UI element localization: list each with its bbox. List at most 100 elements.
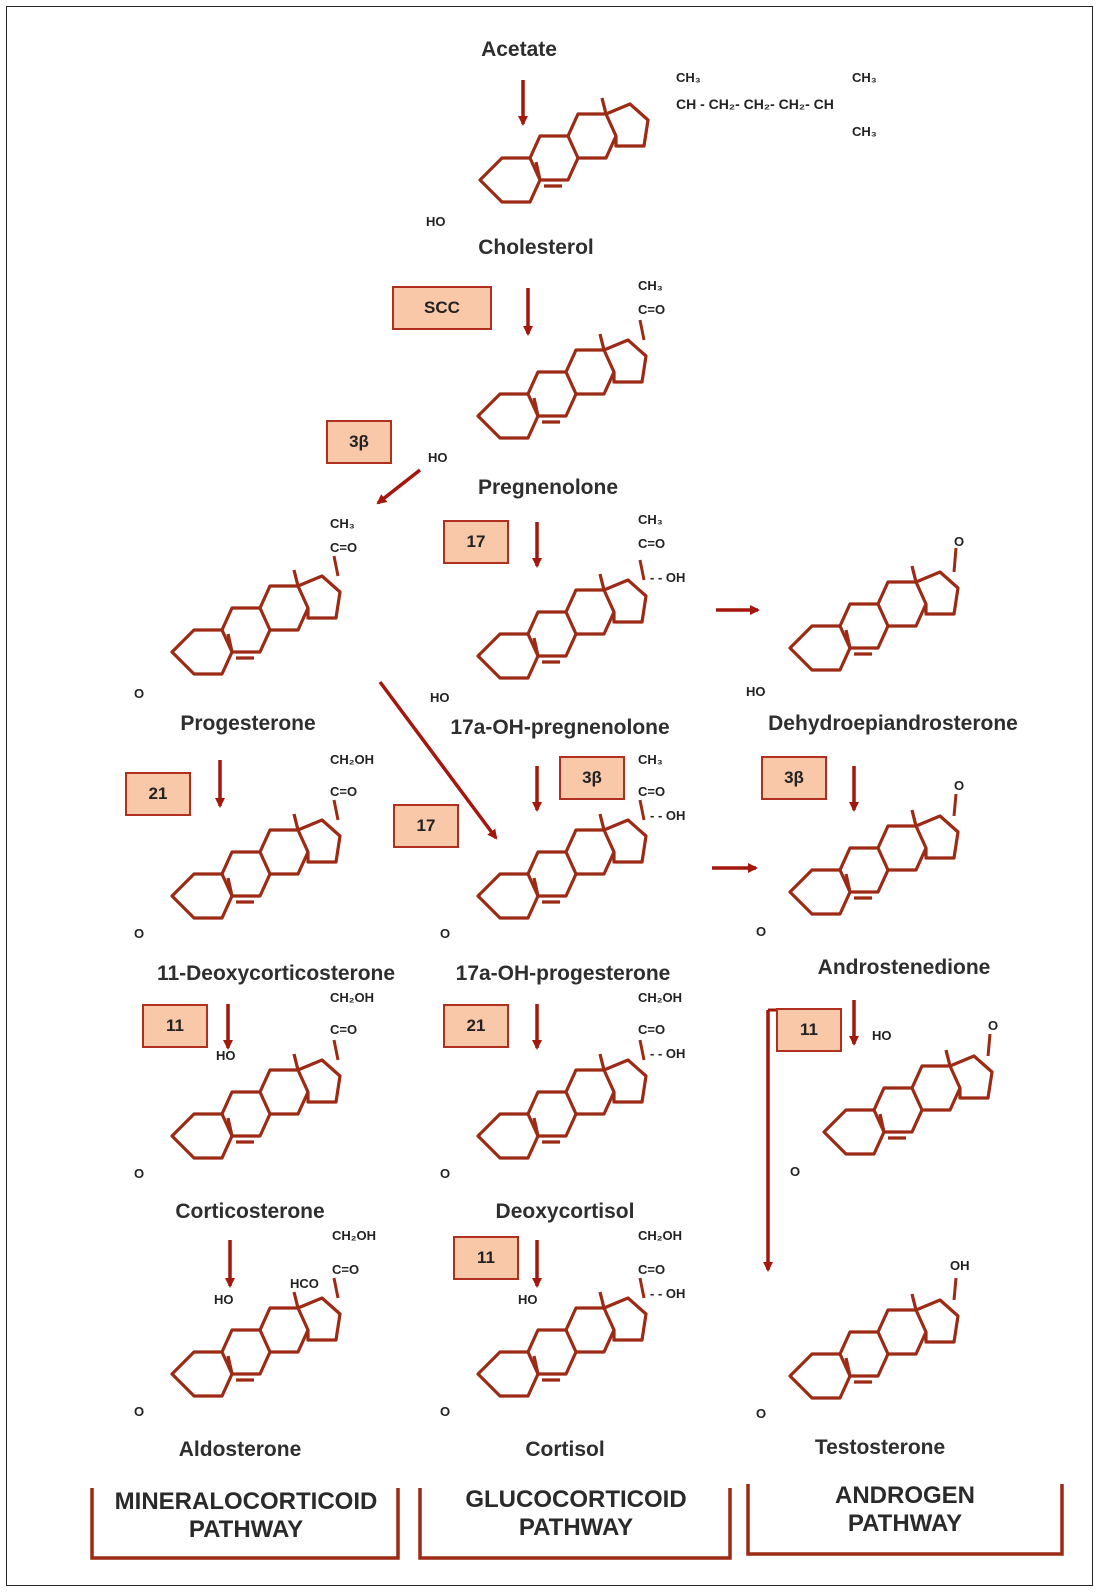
- cholesterol-side-chain: CH - CH₂- CH₂- CH₂- CH: [676, 96, 834, 112]
- deoxycortisol-oh: - - OH: [650, 1046, 686, 1061]
- label-oh-pregnenolone: 17a-OH-pregnenolone: [450, 716, 670, 739]
- androstenedione-structure: [788, 793, 960, 916]
- enzyme-scc: SCC: [392, 286, 492, 330]
- deoxycortisol-structure: [476, 1039, 648, 1160]
- bracket-mineralocorticoid: [90, 1488, 400, 1560]
- doc-ch2oh: CH₂OH: [330, 752, 375, 767]
- oh-pregnenolone-oh: - - OH: [650, 570, 686, 585]
- hydroxyandrostenedione-ho: HO: [872, 1028, 892, 1043]
- oh-progesterone-structure: [476, 799, 648, 920]
- label-acetate: Acetate: [481, 38, 557, 61]
- aldosterone-hco: HCO: [290, 1276, 319, 1291]
- oh-progesterone-oh: - - OH: [650, 808, 686, 823]
- pathway-mineralocorticoid-line2: PATHWAY: [188, 1516, 304, 1543]
- enzyme-3b-3: 3β: [761, 756, 827, 800]
- pathway-glucocorticoid: GLUCOCORTICOID PATHWAY: [424, 1486, 728, 1542]
- deoxycortisol-ch2oh: CH₂OH: [638, 990, 683, 1005]
- oh-progesterone-o: O: [440, 926, 451, 941]
- testosterone-structure: [788, 1277, 960, 1400]
- aldosterone-ho: HO: [214, 1292, 234, 1307]
- label-cortisol: Cortisol: [525, 1438, 605, 1461]
- pathway-androgen-line2: PATHWAY: [847, 1510, 963, 1537]
- cortisol-ch2oh: CH₂OH: [638, 1228, 683, 1243]
- deoxycorticosterone-structure: [170, 799, 342, 920]
- label-deoxycortisol: Deoxycortisol: [495, 1200, 635, 1223]
- testosterone-o: O: [756, 1406, 767, 1421]
- androstenedione-o: O: [756, 924, 767, 939]
- corticosterone-co: C=O: [330, 1022, 358, 1037]
- cortisol-co: C=O: [638, 1262, 666, 1277]
- dhea-structure: [788, 547, 960, 672]
- corticosterone-ch2oh: CH₂OH: [330, 990, 375, 1005]
- progesterone-o: O: [134, 686, 145, 701]
- dhea-ho: HO: [746, 684, 766, 699]
- enzyme-11-2: 11: [776, 1008, 842, 1052]
- aldosterone-ch2oh: CH₂OH: [332, 1228, 377, 1243]
- progesterone-ch3: CH₃: [330, 516, 355, 531]
- pathway-mineralocorticoid-line1: MINERALOCORTICOID: [114, 1488, 378, 1515]
- diagram-frame: [6, 6, 1093, 1586]
- pathway-mineralocorticoid: MINERALOCORTICOID PATHWAY: [96, 1488, 396, 1544]
- oh-pregnenolone-ch3: CH₃: [638, 512, 663, 527]
- label-pregnenolone: Pregnenolone: [477, 476, 619, 499]
- label-aldosterone: Aldosterone: [178, 1438, 302, 1461]
- cholesterol-ch3-c: CH₃: [852, 124, 877, 139]
- label-corticosterone: Corticosterone: [175, 1200, 325, 1223]
- doc-co: C=O: [330, 784, 358, 799]
- dhea-o: O: [954, 534, 965, 549]
- oh-pregnenolone-structure: [476, 559, 648, 680]
- enzyme-17-2: 17: [393, 804, 459, 848]
- progesterone-structure: [170, 555, 342, 676]
- enzyme-11-1: 11: [142, 1004, 208, 1048]
- label-testosterone: Testosterone: [814, 1436, 946, 1459]
- bracket-androgen: [746, 1484, 1064, 1556]
- cholesterol-ch3-b: CH₃: [852, 70, 877, 85]
- aldosterone-co: C=O: [332, 1262, 360, 1277]
- progesterone-co: C=O: [330, 540, 358, 555]
- cortisol-structure: [476, 1277, 648, 1398]
- pregnenolone-ch3: CH₃: [638, 278, 663, 293]
- enzyme-3b-1: 3β: [326, 420, 392, 464]
- corticosterone-structure: [170, 1039, 342, 1160]
- enzyme-11-3: 11: [453, 1236, 519, 1280]
- androstenedione-o-top: O: [954, 778, 965, 793]
- enzyme-21-1: 21: [125, 772, 191, 816]
- bracket-glucocorticoid: [418, 1488, 732, 1560]
- oh-progesterone-co: C=O: [638, 784, 666, 799]
- testosterone-oh: OH: [950, 1258, 970, 1273]
- cholesterol-structure: [478, 96, 650, 204]
- enzyme-21-2: 21: [443, 1004, 509, 1048]
- enzyme-17-1: 17: [443, 520, 509, 564]
- pathway-androgen-line1: ANDROGEN: [834, 1482, 975, 1509]
- deoxycortisol-o: O: [440, 1166, 451, 1181]
- pathway-androgen: ANDROGEN PATHWAY: [752, 1482, 1058, 1538]
- aldosterone-structure: [170, 1277, 342, 1398]
- corticosterone-o: O: [134, 1166, 145, 1181]
- hydroxyandrostenedione-structure: [822, 1033, 994, 1156]
- arrow-pregnenolone-progesterone: [376, 468, 422, 505]
- pregnenolone-co: C=O: [638, 302, 666, 317]
- pregnenolone-ho: HO: [428, 450, 448, 465]
- oh-pregnenolone-co: C=O: [638, 536, 666, 551]
- arrow-progesterone-oh-progesterone: [378, 680, 498, 840]
- label-cholesterol: Cholesterol: [478, 236, 594, 259]
- cortisol-oh: - - OH: [650, 1286, 686, 1301]
- doc-o: O: [134, 926, 145, 941]
- label-oh-progesterone: 17a-OH-progesterone: [455, 962, 671, 985]
- label-androstenedione: Androstenedione: [817, 956, 991, 979]
- cortisol-ho: HO: [518, 1292, 538, 1307]
- label-deoxycorticosterone: 11-Deoxycorticosterone: [156, 962, 396, 985]
- hydroxyandrostenedione-o: O: [790, 1164, 801, 1179]
- hydroxyandrostenedione-o-top: O: [988, 1018, 999, 1033]
- oh-pregnenolone-ho: HO: [430, 690, 450, 705]
- cholesterol-ch3-a: CH₃: [676, 70, 701, 85]
- corticosterone-ho: HO: [216, 1048, 236, 1063]
- pregnenolone-structure: [476, 319, 648, 440]
- cortisol-o: O: [440, 1404, 451, 1419]
- oh-progesterone-ch3: CH₃: [638, 752, 663, 767]
- pathway-glucocorticoid-line2: PATHWAY: [518, 1514, 634, 1541]
- label-progesterone: Progesterone: [180, 712, 316, 735]
- pathway-glucocorticoid-line1: GLUCOCORTICOID: [465, 1486, 687, 1513]
- deoxycortisol-co: C=O: [638, 1022, 666, 1037]
